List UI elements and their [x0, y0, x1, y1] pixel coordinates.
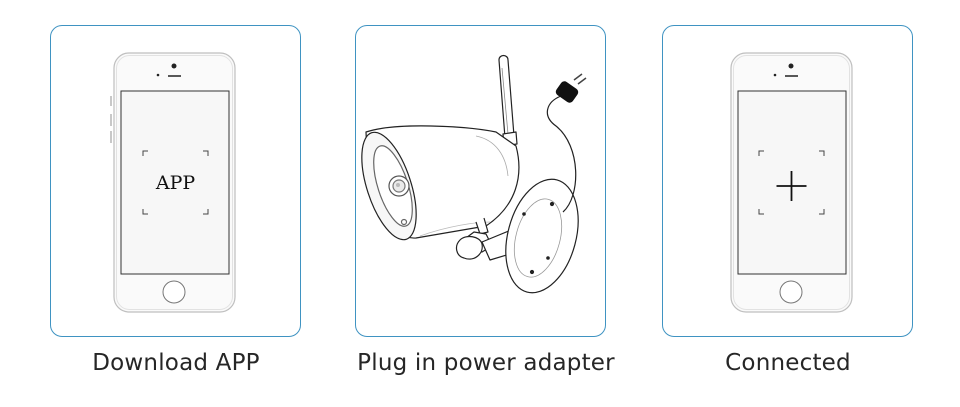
- step-card-download-app: APP: [50, 25, 301, 337]
- plus-icon: [776, 171, 807, 201]
- phone-app-illustration: APP: [110, 52, 236, 313]
- step-card-connected: [662, 25, 913, 337]
- bullet-camera-icon: [361, 54, 579, 294]
- phone-icon: [730, 52, 853, 313]
- step-card-plug-in-power: [355, 25, 606, 337]
- scan-frame-icon: [758, 150, 825, 215]
- app-screen-label: APP: [155, 172, 196, 194]
- phone-icon: APP: [110, 52, 236, 313]
- scan-frame-icon: [142, 150, 209, 215]
- caption-download-app: Download APP: [92, 350, 260, 376]
- caption-plug-in-power: Plug in power adapter: [357, 350, 615, 376]
- camera-illustration: [361, 54, 587, 294]
- phone-connected-illustration: [730, 52, 853, 313]
- power-adapter-icon: [546, 73, 587, 213]
- caption-connected: Connected: [725, 350, 851, 376]
